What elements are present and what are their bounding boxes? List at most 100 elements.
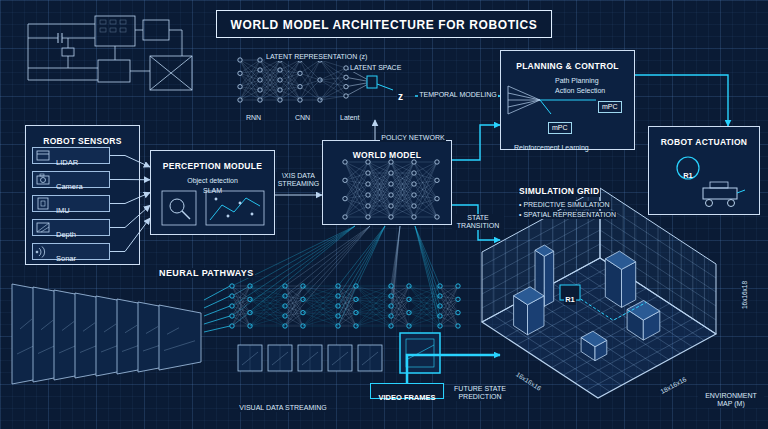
network-link — [280, 73, 300, 80]
network-link — [440, 296, 458, 299]
motion-mark — [737, 190, 745, 193]
connector-arrow — [110, 156, 150, 168]
pathway-link — [409, 286, 440, 326]
pathway-link — [303, 313, 338, 326]
pathway-link — [250, 286, 285, 306]
pathway-link — [250, 286, 285, 313]
function-text: Path Planning — [555, 77, 599, 85]
pathway-line — [415, 226, 440, 326]
network-link — [300, 60, 320, 100]
network-link — [240, 60, 260, 87]
network-link — [260, 70, 280, 100]
network-link — [440, 316, 458, 326]
network-neuron — [366, 182, 370, 186]
network-neuron — [258, 88, 262, 92]
network-link — [280, 60, 300, 100]
planning-box: PLANNING & CONTROLPath PlanningAction Se… — [500, 50, 635, 150]
network-link — [240, 70, 260, 87]
network-neuron — [412, 182, 416, 186]
grid-line — [517, 233, 518, 303]
network-neuron — [456, 310, 460, 314]
pathway-link — [356, 286, 391, 326]
network-link — [391, 286, 409, 316]
network-neuron — [298, 98, 302, 102]
pathway-link — [356, 296, 391, 313]
selector-line — [508, 93, 540, 100]
network-link — [345, 162, 368, 217]
illustration-layer — [12, 16, 745, 398]
grid-line — [505, 239, 506, 309]
network-neuron — [389, 204, 393, 208]
network-link — [368, 206, 391, 217]
frame-content — [340, 345, 341, 371]
network-link — [440, 286, 458, 287]
network-link — [338, 299, 356, 316]
network-link — [440, 306, 458, 326]
text-slot: PERCEPTION MODULE — [163, 155, 263, 173]
network-link — [391, 299, 409, 326]
network-link — [280, 80, 300, 100]
sensor-icons — [36, 151, 49, 258]
network-neuron — [238, 84, 242, 88]
pathway-link — [356, 306, 391, 326]
lidar-icon — [37, 154, 49, 155]
network-link — [240, 70, 260, 100]
network-link — [440, 299, 458, 306]
visual-stream-line — [204, 316, 230, 324]
network-link — [285, 286, 303, 316]
diagram-title: WORLD MODEL ARCHITECTURE FOR ROBOTICS — [231, 19, 538, 33]
pathway-link — [303, 299, 338, 316]
network-neuron — [343, 196, 347, 200]
network-link — [232, 296, 250, 299]
imu-icon — [41, 201, 45, 206]
pathway-link — [409, 296, 440, 326]
pathway-link — [356, 286, 391, 299]
network-link — [338, 286, 356, 326]
network-link — [285, 286, 303, 326]
text-slot: LATENT REPRESENTATION (z) — [265, 45, 368, 63]
network-link — [368, 195, 391, 217]
world-model-network — [343, 160, 439, 219]
chip-pin — [110, 20, 116, 24]
network-neuron — [412, 215, 416, 219]
pathway-line — [338, 226, 385, 316]
pathway-link — [409, 286, 440, 299]
network-link — [338, 286, 356, 287]
network-neuron — [435, 160, 439, 164]
sensor-item: Camera — [32, 171, 110, 188]
pathway-link — [409, 286, 440, 287]
section-label: NEURAL PATHWAYS — [158, 268, 255, 278]
latent-space-panel: LATENT REPRESENTATION (z)LATENT SPACERNN… — [225, 44, 415, 120]
schematic-wire — [150, 56, 192, 90]
network-link — [368, 206, 391, 217]
network-link — [320, 87, 346, 100]
slam-landmark — [215, 198, 217, 200]
grid-line — [681, 241, 682, 311]
robot-body — [703, 188, 737, 199]
pathway-link — [303, 316, 338, 326]
network-link — [240, 87, 260, 90]
network-link — [280, 70, 300, 87]
pathway-link — [250, 286, 285, 326]
camera-icon — [41, 178, 46, 183]
pathway-link — [409, 296, 440, 299]
network-link — [391, 326, 409, 327]
box-heading: PERCEPTION MODULE — [163, 162, 263, 172]
network-link — [285, 313, 303, 316]
network-link — [232, 286, 250, 316]
box-fill — [648, 126, 760, 215]
network-link — [391, 162, 414, 206]
simulation-room — [482, 188, 716, 398]
robot-wheel — [728, 200, 735, 207]
network-neuron — [412, 160, 416, 164]
network-link — [391, 296, 409, 326]
network-link — [320, 60, 346, 77]
network-link — [338, 296, 356, 313]
sonar-icon — [42, 247, 45, 258]
network-link — [414, 162, 437, 195]
network-link — [345, 199, 368, 217]
frame-content — [125, 325, 137, 333]
edge-label: TEMPORAL MODELING — [418, 91, 498, 99]
pathway-line — [338, 226, 385, 306]
pathway-link — [409, 313, 440, 326]
